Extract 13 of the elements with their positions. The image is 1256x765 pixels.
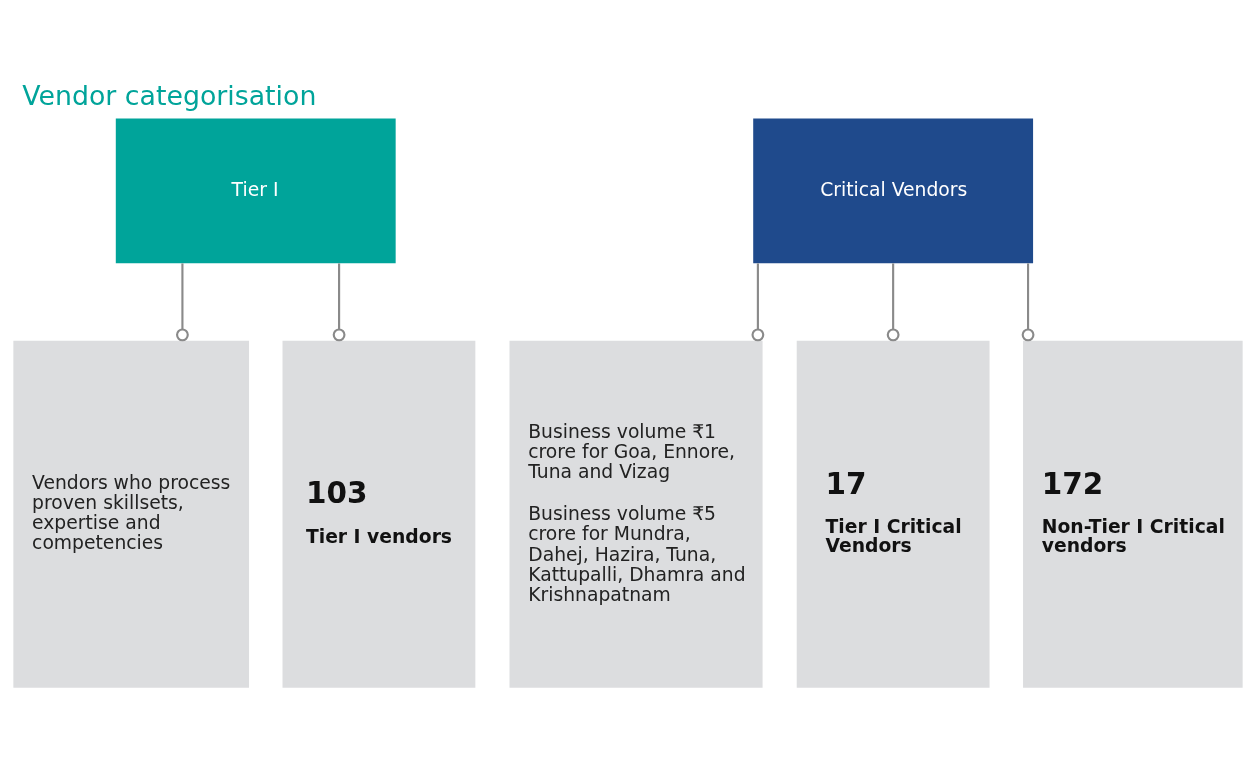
connector bbox=[176, 262, 189, 341]
node-box: 103 Tier I vendors bbox=[282, 340, 476, 688]
connector bbox=[332, 262, 346, 341]
node-box: Critical Vendors bbox=[753, 118, 1034, 263]
node-box: Tier I bbox=[115, 118, 396, 263]
connector bbox=[886, 262, 900, 341]
connector bbox=[751, 262, 765, 341]
node-box: Business volume ₹1 crore for Goa, Ennore, Tuna and Vizag Business volume ₹5 crore for Mundra, Dahej, Hazira, Tuna, Kattupalli, Dhamra and Krishnapatnam bbox=[509, 340, 763, 688]
diagram-title: Vendor categorisation bbox=[22, 79, 317, 111]
connector bbox=[1021, 262, 1035, 341]
node-box: Vendors who process proven skillsets, expertise and competencies bbox=[13, 340, 250, 688]
node-box: 17 Tier I Critical Vendors bbox=[796, 340, 990, 688]
node-box: 172 Non-Tier I Critical vendors bbox=[1023, 340, 1243, 688]
